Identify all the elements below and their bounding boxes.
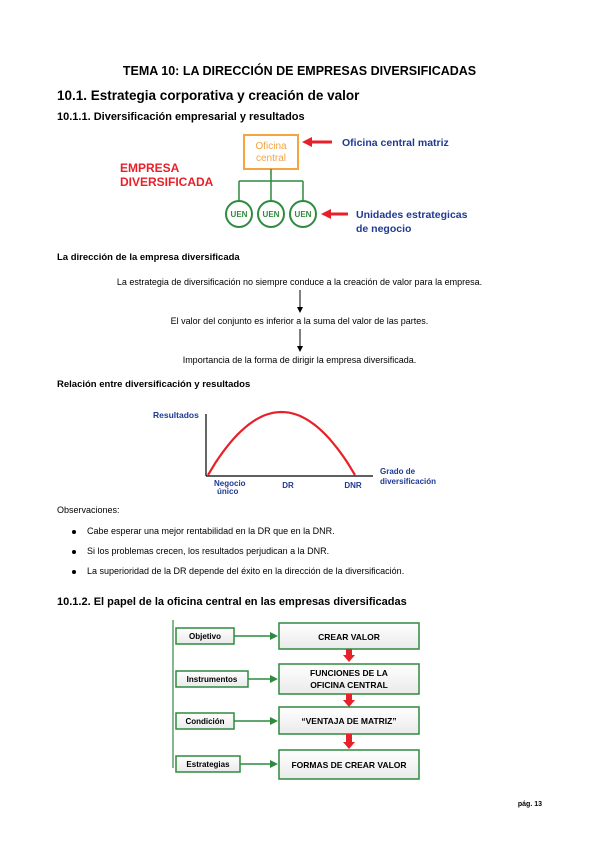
uen-circle-2: UEN (257, 200, 285, 228)
row-box-text-line2: OFICINA CENTRAL (310, 680, 388, 690)
down-arrow-2 (343, 694, 355, 707)
chart-xlabel-line2: diversificación (380, 477, 436, 486)
section-heading-10-1: 10.1. Estrategia corporativa y creación … (57, 88, 360, 103)
observacion-text: Si los problemas crecen, los resultados … (87, 546, 330, 556)
section-heading-10-1-2: 10.1.2. El papel de la oficina central e… (57, 596, 407, 608)
uen-label: UEN (263, 210, 280, 219)
chart-tick-dr: DR (282, 481, 294, 490)
unidades-label-line1: Unidades estrategicas (356, 209, 468, 221)
flow-step-3: Importancia de la forma de dirigir la em… (182, 355, 417, 365)
page-title: TEMA 10: LA DIRECCIÓN DE EMPRESAS DIVERS… (122, 64, 477, 78)
down-arrow-1 (343, 649, 355, 662)
row-label: Condición (185, 717, 224, 726)
uen-arrow-head (321, 209, 331, 219)
row-estrategias: Estrategias FORMAS DE CREAR VALOR (175, 749, 420, 780)
bullet-icon (72, 529, 76, 534)
bullet-icon (72, 569, 76, 574)
observacion-item-1: Cabe esperar una mejor rentabilidad en l… (72, 526, 335, 536)
uen-circle-1: UEN (225, 200, 253, 228)
row-box-text: “VENTAJA DE MATRIZ” (301, 716, 396, 726)
relacion-heading: Relación entre diversificación y resulta… (57, 379, 251, 390)
row-label: Instrumentos (187, 675, 238, 684)
oficina-box-line2: central (256, 153, 286, 164)
row-condicion: Condición “VENTAJA DE MATRIZ” (175, 706, 420, 735)
row-instrumentos: Instrumentos FUNCIONES DE LA OFICINA CEN… (175, 663, 420, 695)
page-number: pág. 13 (517, 801, 542, 808)
chart-tick-dnr: DNR (344, 481, 362, 490)
oficina-box-line1: Oficina (255, 141, 287, 152)
flow-step-1: La estrategia de diversificación no siem… (116, 277, 483, 287)
down-arrow-3 (343, 734, 355, 749)
row-box-text: FORMAS DE CREAR VALOR (291, 760, 406, 770)
observacion-item-3: La superioridad de la DR depende del éxi… (72, 566, 404, 576)
oficina-arrow-head (302, 137, 312, 147)
uen-label: UEN (231, 210, 248, 219)
row-label: Objetivo (189, 632, 221, 641)
unidades-label-line2: de negocio (356, 223, 411, 235)
empresa-diversificada-diagram: EMPRESA DIVERSIFICADA Oficina central Of… (120, 134, 468, 235)
flow-arrow-1 (297, 290, 303, 313)
flow-step-2: El valor del conjunto es inferior a la s… (170, 316, 429, 326)
direccion-heading: La dirección de la empresa diversificada (57, 252, 240, 263)
empresa-label-line2: DIVERSIFICADA (120, 175, 214, 189)
diversificacion-resultados-chart: Resultados Negocio único DR DNR Grado de… (153, 410, 436, 495)
row-box-text-line1: FUNCIONES DE LA (310, 668, 388, 678)
observacion-text: La superioridad de la DR depende del éxi… (87, 566, 405, 576)
chart-ylabel: Resultados (153, 410, 199, 420)
chart-series-curve (207, 410, 356, 476)
connector-lines (238, 169, 304, 201)
flow-arrow-2 (297, 329, 303, 352)
observacion-text: Cabe esperar una mejor rentabilidad en l… (87, 526, 335, 536)
observaciones-heading: Observaciones: (57, 505, 120, 515)
observacion-item-2: Si los problemas crecen, los resultados … (72, 546, 329, 556)
row-label: Estrategias (186, 760, 230, 769)
bullet-icon (72, 549, 76, 554)
row-objetivo: Objetivo CREAR VALOR (175, 622, 420, 650)
empresa-label-line1: EMPRESA (120, 161, 180, 175)
chart-xlabel-line1: Grado de (380, 467, 416, 476)
chart-tick-negocio-line2: único (217, 487, 238, 495)
section-heading-10-1-1: 10.1.1. Diversificación empresarial y re… (57, 111, 305, 123)
oficina-central-diagram: Objetivo CREAR VALOR Instrumentos FUNCIO… (172, 620, 420, 780)
oficina-central-matriz-label: Oficina central matriz (342, 137, 449, 149)
chart-tick-negocio-line1: Negocio (214, 479, 246, 488)
uen-label: UEN (295, 210, 312, 219)
uen-circle-3: UEN (289, 200, 317, 228)
row-box-text: CREAR VALOR (318, 632, 380, 642)
